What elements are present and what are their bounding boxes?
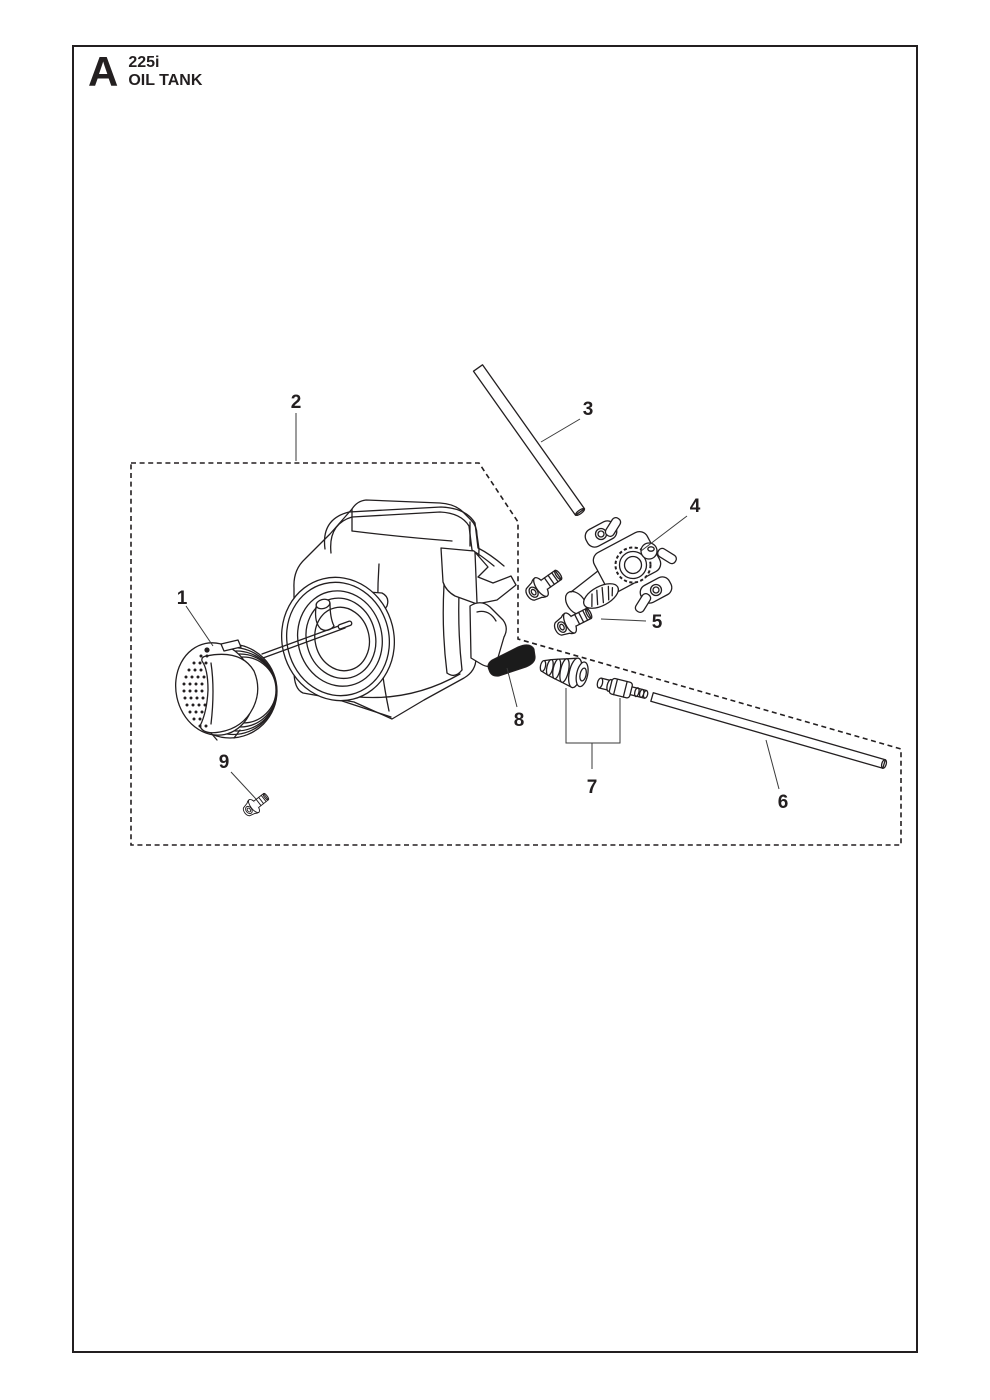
callout-4: 4: [690, 496, 701, 517]
cap-grip: [199, 653, 259, 734]
leader-lines: [185, 413, 780, 800]
cap-tether-rod: [261, 620, 353, 659]
oil-cap-part1: [174, 639, 278, 741]
screw-part9: [239, 789, 273, 820]
callout-3: 3: [583, 399, 594, 420]
callout-6: 6: [778, 792, 789, 813]
diagram-header: A 225i OIL TANK: [88, 48, 203, 95]
oil-valve-part4: [564, 516, 678, 616]
section-title: OIL TANK: [128, 72, 203, 89]
rubber-plug-part8: [487, 644, 536, 677]
hose-connector-part7b: [596, 677, 649, 699]
tank-internal-elbow: [314, 598, 335, 632]
callout-5: 5: [652, 612, 663, 633]
grommet-part7a: [539, 657, 589, 689]
screw-part5-upper: [520, 564, 567, 606]
section-letter: A: [88, 48, 119, 95]
tank-mount-wing: [440, 547, 517, 605]
oil-hose-part6: [650, 692, 888, 769]
tank-filler-neck: [280, 576, 396, 702]
page-border: [72, 45, 918, 1353]
callout-1: 1: [177, 588, 188, 609]
oil-tank-body: [261, 499, 517, 720]
oil-tube-part3: [472, 364, 586, 517]
callout-7: 7: [587, 777, 598, 798]
model-number: 225i: [128, 54, 160, 71]
callout-8: 8: [514, 710, 525, 731]
callout-9: 9: [219, 752, 230, 773]
assembly-group-dashed-outline: [130, 462, 902, 846]
callout-2: 2: [291, 392, 302, 413]
cap-knurl-dots: [182, 654, 209, 728]
